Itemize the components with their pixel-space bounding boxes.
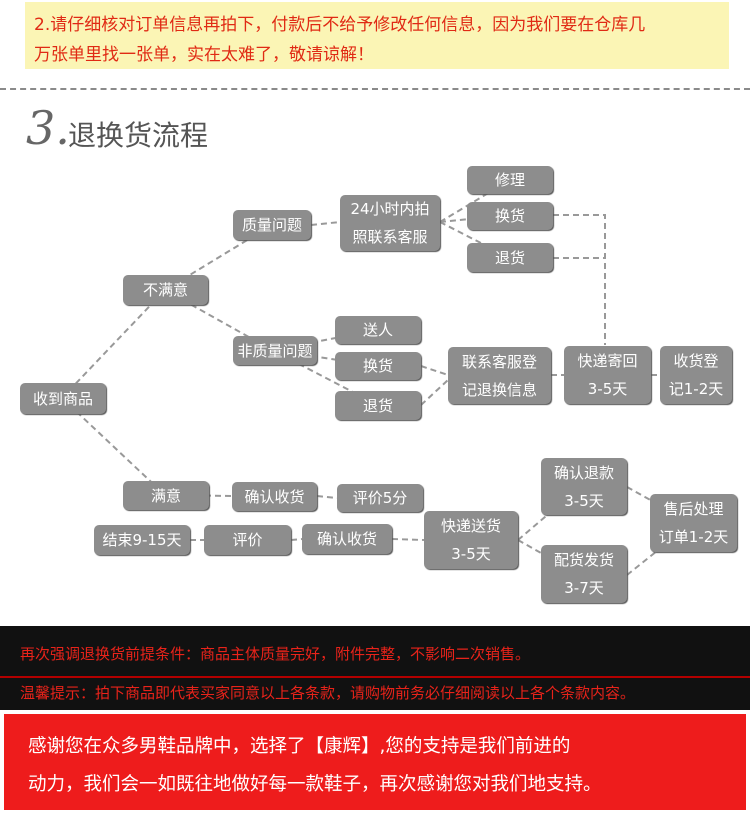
section-title: 退换货流程 (68, 119, 209, 152)
dashed-divider (0, 88, 750, 90)
notice-line-1: 2.请仔细核对订单信息再拍下，付款后不给予修改任何信息，因为我们要在仓库几 (34, 15, 646, 35)
node-confirm-refund-line-1: 确认退款 (553, 463, 614, 482)
node-satisfied: 满意 (123, 481, 209, 510)
node-quality-issue: 质量问题 (233, 210, 311, 240)
node-express-return-line-1: 快递寄回 (577, 352, 638, 370)
thanks-line-1: 感谢您在众多男鞋品牌中，选择了【康辉】,您的支持是我们前进的 (28, 736, 571, 757)
condition-text: 再次强调退换货前提条件：商品主体质量完好，附件完整，不影响二次销售。 (20, 645, 531, 663)
node-rate: 评价 (204, 525, 291, 555)
node-receipt-register-line-1: 收货登 (673, 352, 719, 370)
node-aftersale: 售后处理 订单1-2天 (650, 494, 737, 552)
node-ship-goods-line-2: 3-7天 (564, 579, 604, 597)
node-express-delivery-line-2: 3-5天 (451, 545, 491, 563)
node-non-quality-issue: 非质量问题 (233, 336, 317, 365)
node-refund-non-quality: 退货 (335, 391, 421, 420)
node-finish: 结束9-15天 (94, 525, 190, 555)
node-receipt-register-line-2: 记1-2天 (668, 380, 724, 398)
node-express-return: 快递寄回 3-5天 (564, 346, 651, 404)
node-confirm-refund: 确认退款 3-5天 (541, 458, 627, 515)
node-photo-contact-line-1: 24小时内拍 (350, 200, 430, 218)
node-register-return-info: 联系客服登 记退换信息 (448, 347, 551, 404)
thanks-band: 感谢您在众多男鞋品牌中，选择了【康辉】,您的支持是我们前进的 动力，我们会一如既… (4, 714, 746, 810)
thanks-line-2: 动力，我们会一如既往地做好每一款鞋子，再次感谢您对我们地支持。 (28, 774, 602, 795)
tip-band: 温馨提示：拍下商品即代表买家同意以上各条款，请购物前务必仔细阅读以上各个条款内容… (0, 676, 750, 710)
node-gift: 送人 (335, 316, 421, 344)
node-express-return-line-2: 3-5天 (587, 380, 628, 398)
tip-text: 温馨提示：拍下商品即代表买家同意以上各条款，请购物前务必仔细阅读以上各个条款内容… (20, 684, 636, 702)
node-repair: 修理 (467, 166, 553, 194)
node-express-delivery-line-1: 快递送货 (440, 517, 501, 535)
node-exchange-quality: 换货 (467, 202, 553, 230)
node-refund-quality: 退货 (467, 243, 553, 272)
node-photo-contact-service: 24小时内拍 照联系客服 (340, 195, 440, 251)
node-photo-contact-line-2: 照联系客服 (352, 228, 428, 246)
node-unsatisfied: 不满意 (123, 275, 208, 305)
node-confirm-receipt: 确认收货 (302, 524, 392, 554)
node-confirm-receipt-satisfied: 确认收货 (232, 482, 317, 511)
node-receive-goods: 收到商品 (20, 383, 106, 414)
node-register-line-1: 联系客服登 (461, 352, 537, 371)
node-aftersale-line-1: 售后处理 (663, 500, 724, 518)
section-number: 3. (26, 101, 70, 155)
notice-banner: 2.请仔细核对订单信息再拍下，付款后不给予修改任何信息，因为我们要在仓库几 万张… (25, 2, 729, 69)
node-register-line-2: 记退换信息 (461, 380, 537, 399)
node-receipt-register: 收货登 记1-2天 (660, 346, 732, 404)
node-exchange-non-quality: 换货 (335, 352, 421, 380)
node-rate-five-stars: 评价5分 (337, 484, 423, 512)
thanks-wrapper: 感谢您在众多男鞋品牌中，选择了【康辉】,您的支持是我们前进的 动力，我们会一如既… (0, 710, 750, 814)
node-ship-goods-line-1: 配货发货 (553, 551, 614, 569)
node-aftersale-line-2: 订单1-2天 (658, 528, 729, 546)
node-ship-goods: 配货发货 3-7天 (541, 545, 627, 603)
node-confirm-refund-line-2: 3-5天 (564, 491, 604, 510)
notice-line-2: 万张单里找一张单，实在太难了，敬请谅解！ (34, 45, 374, 65)
node-express-delivery: 快递送货 3-5天 (424, 511, 518, 569)
condition-band: 再次强调退换货前提条件：商品主体质量完好，附件完整，不影响二次销售。 (0, 626, 750, 676)
